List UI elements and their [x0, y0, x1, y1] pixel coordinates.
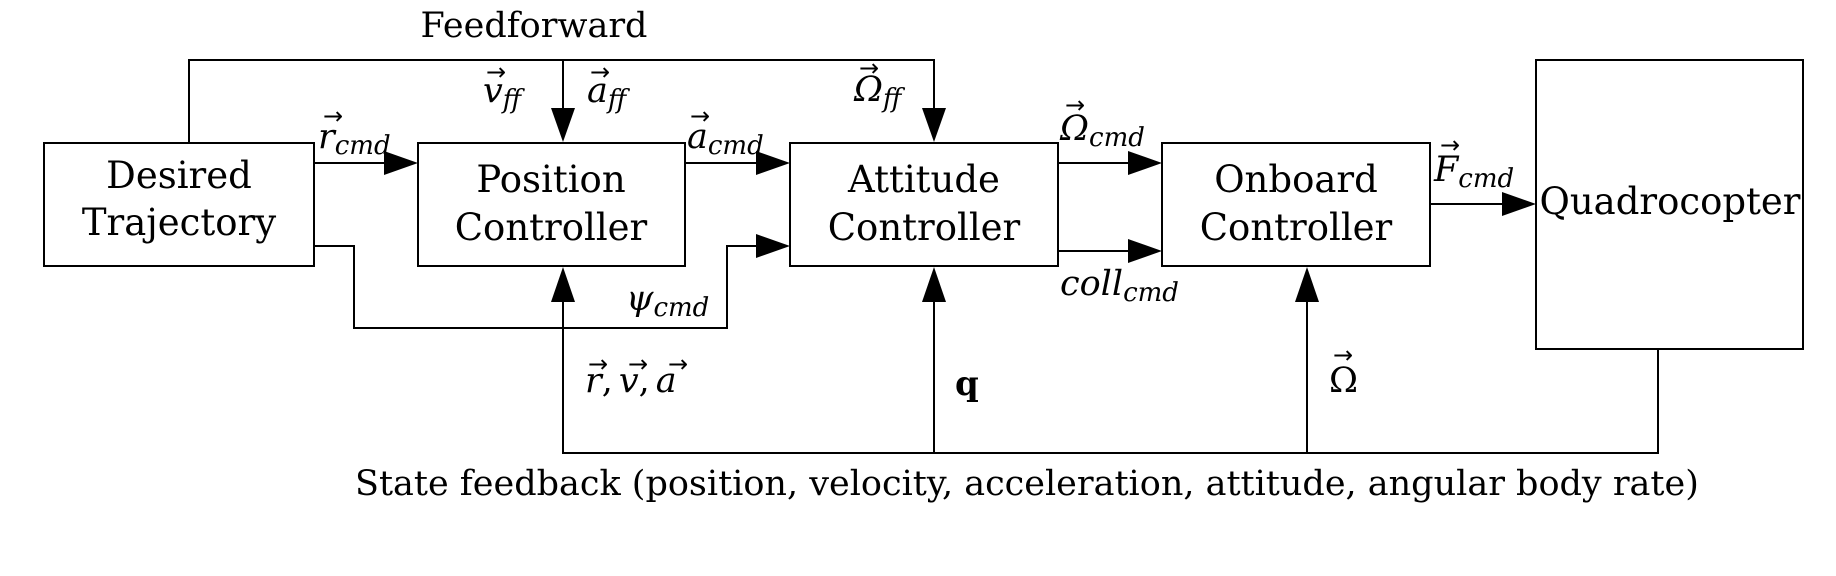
- coll-cmd-label: collcmd: [1060, 264, 1179, 308]
- position-controller-block: Position Controller: [417, 142, 686, 267]
- svg-text:→: →: [1333, 341, 1353, 369]
- desired-trajectory-line1: Desired: [106, 154, 252, 197]
- f-cmd-arrow: [1502, 192, 1536, 216]
- svg-text:→: →: [323, 102, 343, 130]
- quadrocopter-label: Quadrocopter: [1539, 180, 1800, 223]
- a-ff-label: → aff: [587, 58, 631, 115]
- feedback-arrow-attitude: [922, 267, 946, 302]
- svg-text:→: →: [486, 58, 506, 86]
- svg-text:acmd: acmd: [687, 117, 764, 161]
- omega-feedback-label: → Ω: [1329, 341, 1358, 401]
- svg-text:Ω: Ω: [1329, 361, 1358, 401]
- svg-text:→: →: [590, 58, 610, 86]
- quadrocopter-block: Quadrocopter: [1535, 59, 1804, 350]
- svg-text:r,v,a: r,v,a: [585, 361, 677, 401]
- onboard-controller-line2: Controller: [1200, 206, 1393, 249]
- omega-cmd-label: → Ωcmd: [1059, 91, 1145, 153]
- coll-cmd-arrow: [1128, 239, 1162, 263]
- psi-cmd-arrow: [756, 234, 790, 258]
- svg-text:→: →: [1440, 131, 1460, 159]
- v-ff-label: → vff: [483, 58, 526, 115]
- psi-cmd-wire: [314, 245, 758, 329]
- svg-text:→: →: [690, 102, 710, 130]
- svg-text:rcmd: rcmd: [318, 117, 391, 161]
- f-cmd-label: → Fcmd: [1433, 131, 1514, 194]
- attitude-controller-line1: Attitude: [847, 158, 1000, 201]
- feedback-arrow-position: [551, 267, 575, 302]
- attitude-controller-block: Attitude Controller: [789, 142, 1059, 267]
- feedback-arrow-onboard: [1295, 267, 1319, 302]
- svg-text:→: →: [668, 350, 688, 378]
- position-controller-line1: Position: [476, 158, 625, 201]
- svg-text:Ωcmd: Ωcmd: [1059, 109, 1145, 153]
- omega-ff-label: → Ωff: [853, 54, 906, 114]
- state-rva-label: → → → r,v,a: [585, 350, 688, 401]
- psi-cmd-label: ψcmd: [626, 279, 709, 323]
- svg-text:→: →: [628, 350, 648, 378]
- attitude-controller-line2: Controller: [828, 206, 1021, 249]
- feedforward-arrow-attitude: [922, 108, 946, 142]
- desired-trajectory-block: Desired Trajectory: [43, 142, 315, 267]
- q-label: q: [955, 364, 979, 404]
- feedforward-arrow-position: [551, 108, 575, 142]
- a-cmd-label: → acmd: [687, 102, 764, 161]
- feedforward-title: Feedforward: [421, 6, 648, 46]
- r-cmd-label: → rcmd: [318, 102, 391, 161]
- svg-text:Ωff: Ωff: [853, 70, 906, 114]
- svg-text:ψcmd: ψcmd: [626, 279, 709, 323]
- r-cmd-arrow: [384, 151, 418, 175]
- state-feedback-wire: [562, 300, 1659, 454]
- omega-cmd-arrow: [1128, 151, 1162, 175]
- a-cmd-arrow: [756, 151, 790, 175]
- svg-text:→: →: [859, 54, 879, 82]
- desired-trajectory-line2: Trajectory: [82, 201, 276, 244]
- position-controller-line2: Controller: [455, 206, 648, 249]
- onboard-controller-block: Onboard Controller: [1161, 142, 1431, 267]
- svg-text:→: →: [1065, 91, 1085, 119]
- svg-text:Fcmd: Fcmd: [1433, 150, 1514, 194]
- feedforward-wire: [188, 59, 935, 142]
- state-feedback-caption: State feedback (position, velocity, acce…: [355, 464, 1699, 504]
- svg-text:collcmd: collcmd: [1060, 264, 1179, 308]
- onboard-controller-line1: Onboard: [1214, 158, 1378, 201]
- svg-text:→: →: [588, 350, 608, 378]
